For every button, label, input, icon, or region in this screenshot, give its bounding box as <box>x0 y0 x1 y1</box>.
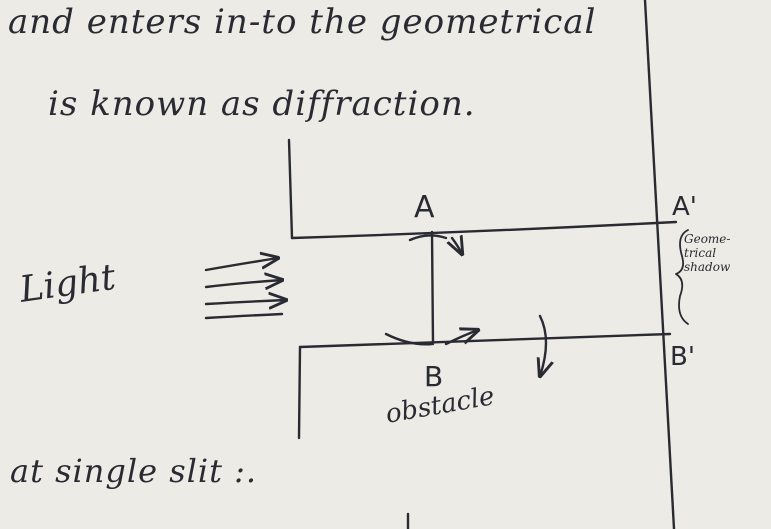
point-b-prime-label: B' <box>670 342 695 372</box>
diffraction-arc-bottom <box>384 332 434 346</box>
light-ray-4 <box>204 312 284 320</box>
diffraction-arrow-top <box>452 238 462 254</box>
text-line-2: is known as diffraction. <box>48 84 476 124</box>
point-b-label: B <box>424 360 444 393</box>
shadow-brace <box>675 229 689 325</box>
diffraction-arc-top <box>408 234 448 242</box>
light-ray-1 <box>204 258 278 272</box>
point-a-prime-label: A' <box>672 192 697 222</box>
lower-barrier-edge <box>298 332 672 349</box>
bending-curve <box>540 314 546 376</box>
upper-barrier-edge <box>290 220 678 240</box>
screen-line <box>643 0 676 529</box>
light-ray-3 <box>204 300 286 304</box>
text-line-1: and enters in-to the geometrical <box>8 2 597 42</box>
upper-barrier-vertical <box>287 138 294 240</box>
text-line-3: at single slit :. <box>10 452 258 490</box>
light-ray-2 <box>204 280 282 287</box>
geometrical-shadow-label: Geome- trical shadow <box>684 232 731 274</box>
point-a-label: A <box>414 190 435 225</box>
slit-line <box>430 230 435 346</box>
diffraction-arrow-bottom <box>444 330 478 346</box>
lower-barrier-vertical <box>297 345 302 440</box>
